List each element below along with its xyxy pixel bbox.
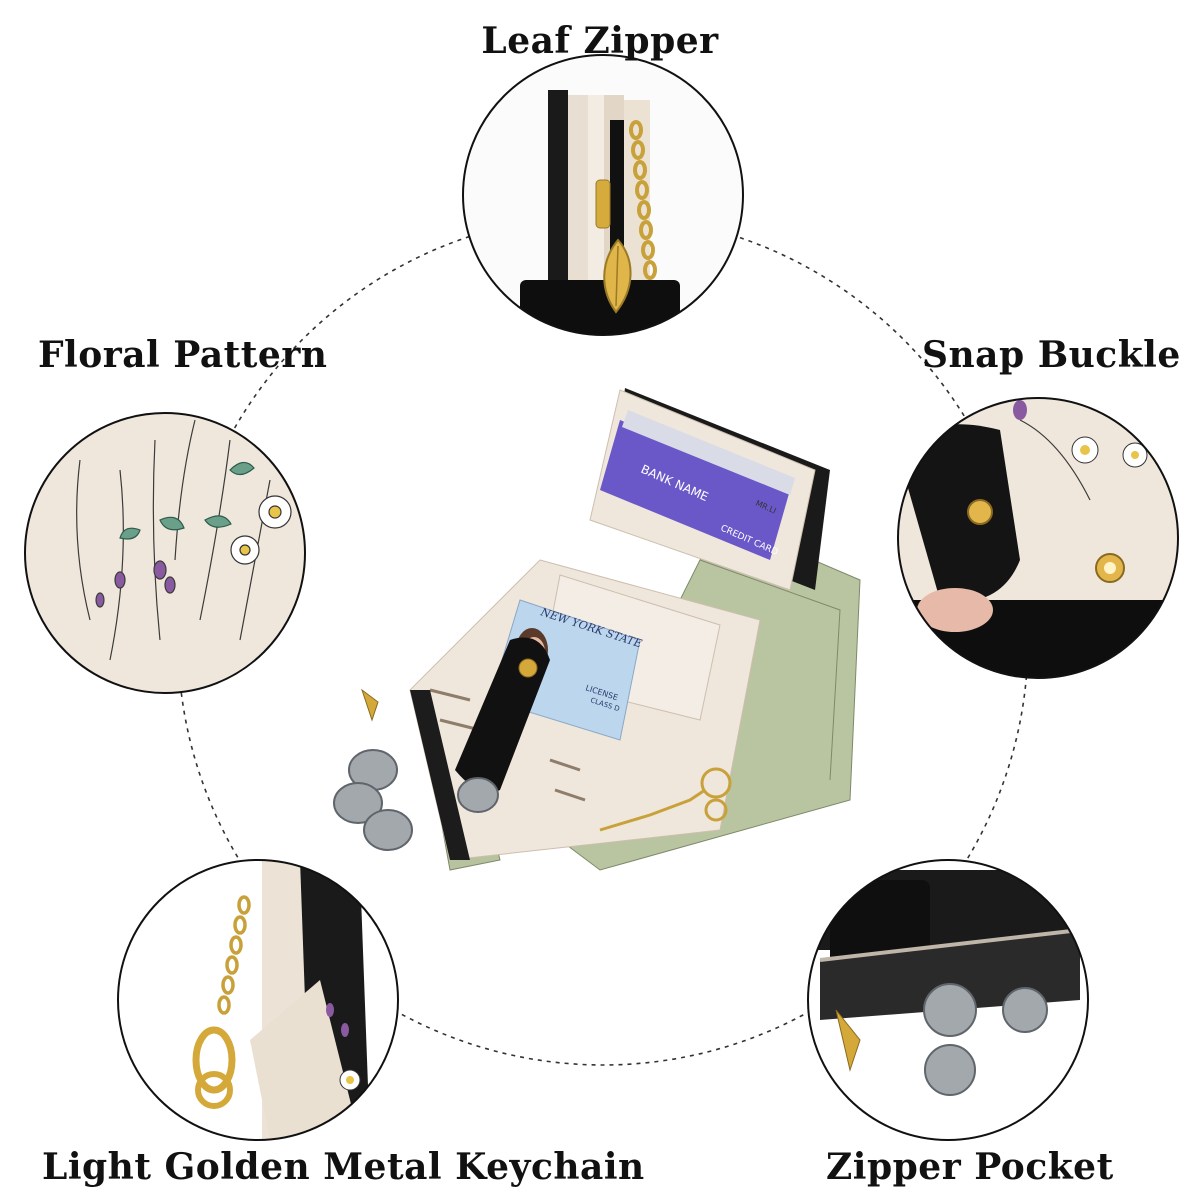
key-ring-icon	[192, 1026, 236, 1094]
wallet-main-image: BANK NAME CREDIT CARD MR.LI NEW YORK STA…	[333, 388, 861, 871]
keychain-label: Light Golden Metal Keychain	[42, 1146, 645, 1188]
zipper-pocket-label: Zipper Pocket	[826, 1146, 1114, 1188]
floral-pattern-detail-image	[24, 412, 306, 694]
snap-button-icon	[518, 658, 538, 678]
zipper-pocket-detail-image	[807, 859, 1089, 1141]
coin-icon	[923, 983, 1048, 1096]
snap-buckle-detail-image	[897, 397, 1179, 679]
keychain-detail-image	[117, 859, 399, 1141]
leaf-zipper-label: Leaf Zipper	[481, 20, 719, 62]
snap-stud-icon	[967, 499, 993, 525]
chain	[629, 120, 657, 280]
leaf-zipper-detail-image	[462, 54, 744, 336]
snap-buckle-label: Snap Buckle	[922, 334, 1181, 376]
floral-pattern-label: Floral Pattern	[38, 334, 328, 376]
